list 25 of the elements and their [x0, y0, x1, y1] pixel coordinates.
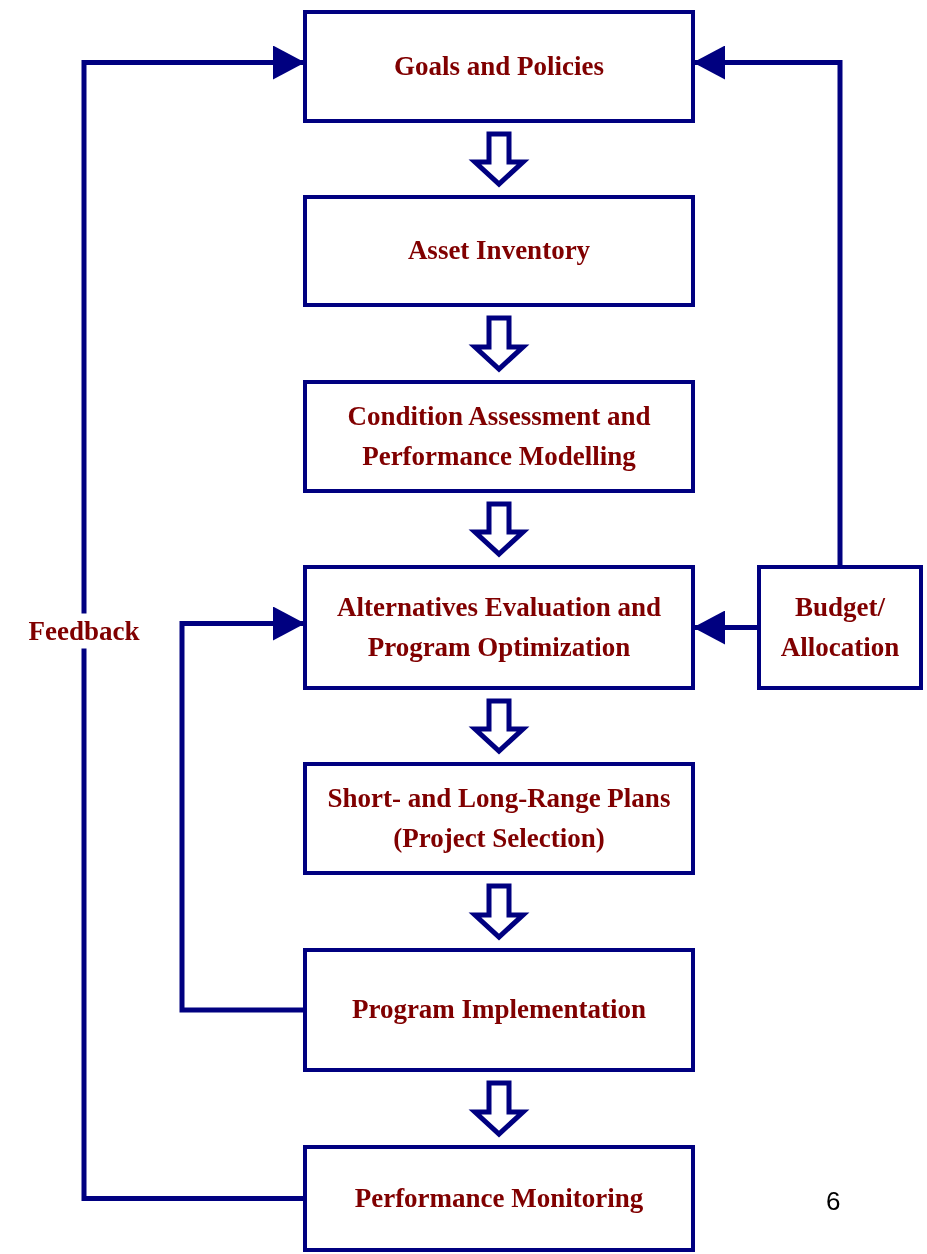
box-label: Goals and Policies [394, 49, 604, 83]
block-arrow [468, 315, 530, 373]
process-box [303, 948, 695, 1072]
process-box [303, 380, 695, 493]
block-arrow [468, 131, 530, 188]
process-box [303, 10, 695, 123]
block-arrow [468, 501, 530, 558]
box-label: Condition Assessment and Performance Modelling [346, 400, 652, 473]
process-box [303, 195, 695, 307]
process-box [303, 1145, 695, 1252]
arrow [81, 45, 305, 1201]
block-arrow [468, 698, 530, 755]
process-box [757, 565, 923, 690]
box-label: Performance Monitoring [354, 1181, 644, 1215]
process-box [303, 762, 695, 875]
box-label: Asset Inventory [407, 234, 591, 268]
process-box [303, 565, 695, 690]
box-label: Alternatives Evaluation and Program Optimization [336, 591, 662, 664]
arrow [179, 606, 305, 1013]
block-arrow [468, 1080, 530, 1138]
box-label: Budget/ Allocation [780, 591, 900, 664]
box-label: Short- and Long-Range Plans (Project Selection) [327, 782, 671, 855]
block-arrow [468, 883, 530, 941]
box-label: Program Implementation [351, 993, 647, 1027]
page-number: 6 [826, 1185, 841, 1218]
